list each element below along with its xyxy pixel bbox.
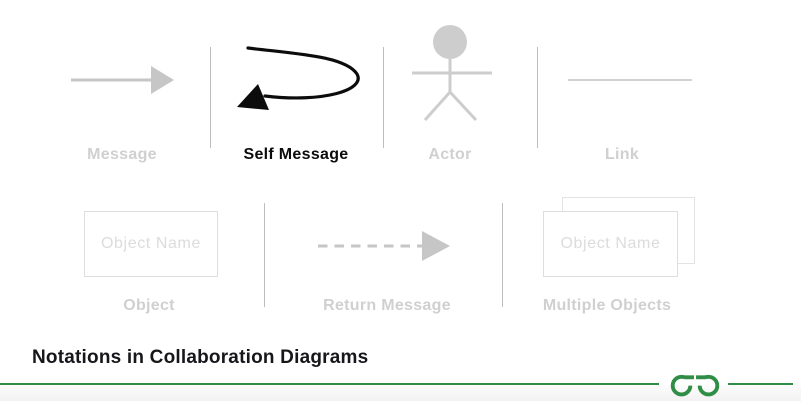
return-message-arrow-icon xyxy=(318,231,450,261)
column-divider xyxy=(383,47,384,148)
object-box-text: Object Name xyxy=(101,235,201,252)
footer-gradient-strip xyxy=(0,385,801,401)
brand-divider-line-right xyxy=(728,383,793,385)
self-message-label: Self Message xyxy=(243,146,349,163)
multiple-objects-front-box: Object Name xyxy=(543,211,678,277)
object-label: Object xyxy=(123,297,175,314)
link-label: Link xyxy=(604,146,640,163)
actor-icon xyxy=(412,25,492,122)
return-message-label: Return Message xyxy=(323,297,451,314)
message-label: Message xyxy=(87,146,157,163)
multiple-objects-label: Multiple Objects xyxy=(542,297,672,314)
column-divider xyxy=(537,47,538,148)
page-title: Notations in Collaboration Diagrams xyxy=(32,347,369,368)
object-box-text: Object Name xyxy=(560,235,661,252)
brand-divider-line-left xyxy=(0,383,659,385)
link-line-icon xyxy=(568,79,692,81)
self-message-arrow-icon xyxy=(237,46,360,110)
actor-label: Actor xyxy=(428,146,472,163)
column-divider xyxy=(502,203,503,307)
message-arrow-icon xyxy=(71,66,174,94)
column-divider xyxy=(264,203,265,307)
column-divider xyxy=(210,47,211,148)
geeksforgeeks-logo-icon xyxy=(670,374,720,397)
object-box: Object Name xyxy=(84,211,218,277)
